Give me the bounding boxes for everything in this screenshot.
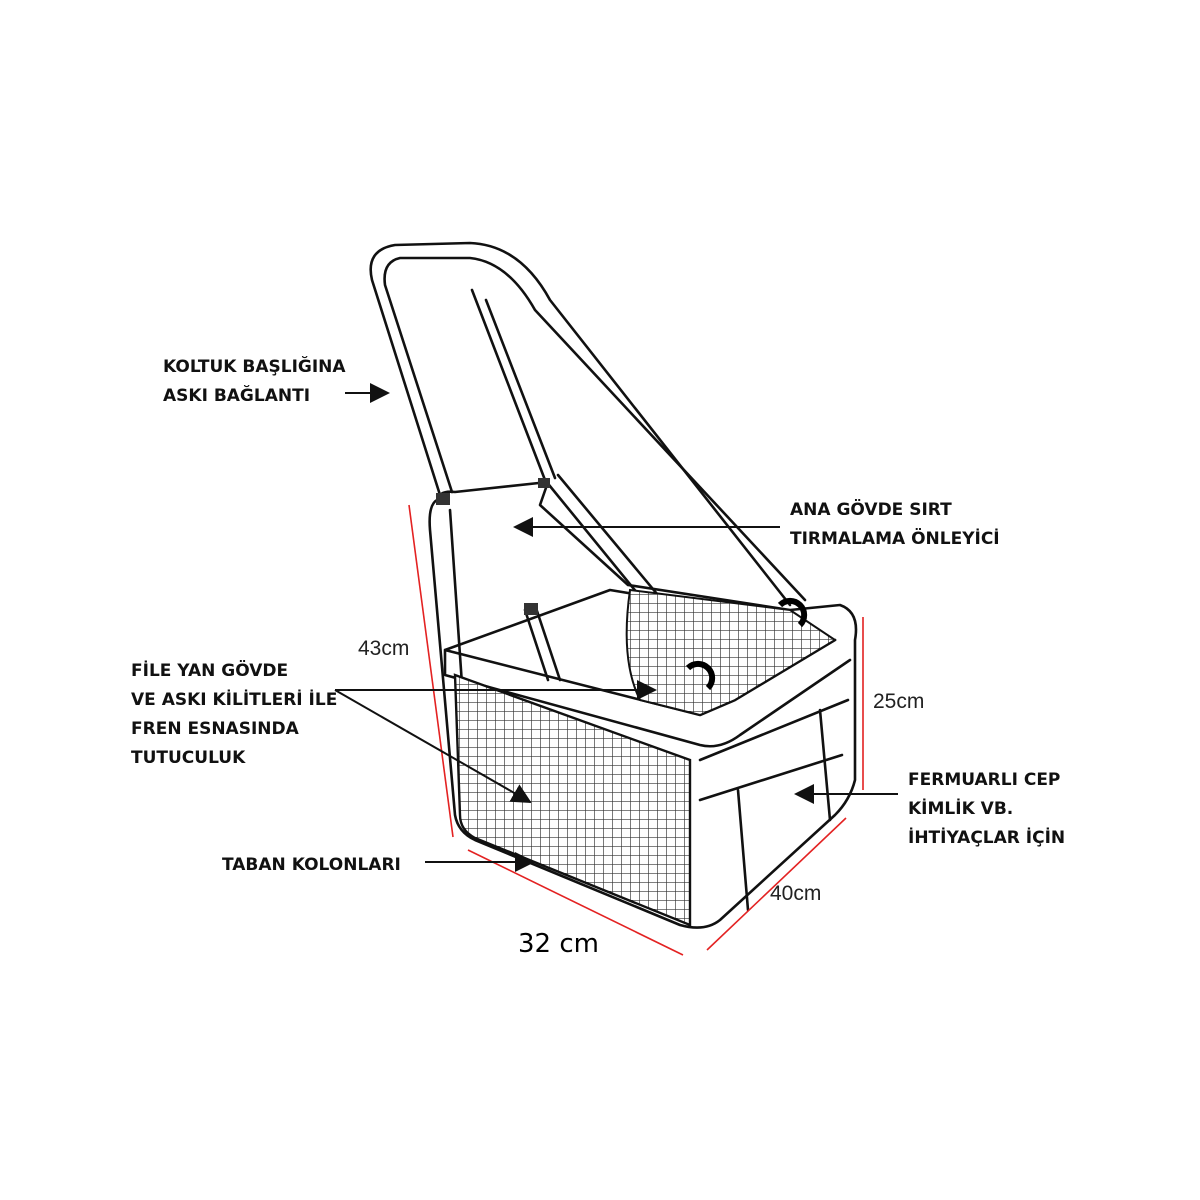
label-mesh: FİLE YAN GÖVDE VE ASKI KİLİTLERİ İLE FRE… (131, 659, 337, 768)
svg-text:FİLE YAN GÖVDE: FİLE YAN GÖVDE (131, 659, 288, 681)
callout-arrows (334, 383, 898, 872)
dimension-height-box: 25cm (873, 690, 924, 713)
dimension-lines (408, 504, 864, 956)
mesh-front-panel (453, 673, 692, 927)
svg-text:VE ASKI KİLİTLERİ İLE: VE ASKI KİLİTLERİ İLE (131, 688, 337, 710)
zip-pocket (698, 698, 850, 912)
svg-text:ASKI BAĞLANTI: ASKI BAĞLANTI (163, 384, 310, 406)
dimension-depth: 40cm (770, 882, 821, 905)
svg-text:TABAN KOLONLARI: TABAN KOLONLARI (222, 855, 401, 875)
dimension-width: 32 cm (518, 929, 599, 959)
label-pocket: FERMUARLI CEP KİMLİK VB. İHTİYAÇLAR İÇİN (908, 770, 1065, 848)
svg-text:FERMUARLI CEP: FERMUARLI CEP (908, 770, 1060, 790)
strap-tab (524, 603, 538, 615)
seat-drawing (369, 241, 858, 929)
svg-text:TUTUCULUK: TUTUCULUK (131, 748, 246, 768)
label-headrest: KOLTUK BAŞLIĞINA ASKI BAĞLANTI (163, 355, 346, 406)
label-base: TABAN KOLONLARI (222, 855, 401, 875)
dimension-height-total: 43cm (358, 637, 409, 660)
svg-text:ANA GÖVDE SIRT: ANA GÖVDE SIRT (790, 498, 952, 520)
svg-text:FREN ESNASINDA: FREN ESNASINDA (131, 719, 300, 739)
svg-text:İHTİYAÇLAR İÇİN: İHTİYAÇLAR İÇİN (908, 826, 1065, 848)
strap-tab (538, 478, 550, 488)
svg-text:KOLTUK BAŞLIĞINA: KOLTUK BAŞLIĞINA (163, 355, 346, 377)
hook-clip-icon (777, 597, 808, 628)
label-back: ANA GÖVDE SIRT TIRMALAMA ÖNLEYİCİ (790, 498, 1000, 549)
strap-tab (436, 493, 450, 505)
svg-text:KİMLİK VB.: KİMLİK VB. (908, 797, 1013, 819)
strap-loop (369, 241, 792, 607)
svg-text:TIRMALAMA ÖNLEYİCİ: TIRMALAMA ÖNLEYİCİ (790, 527, 1000, 549)
back-panel (428, 480, 858, 929)
hook-clip-icon (685, 660, 716, 691)
